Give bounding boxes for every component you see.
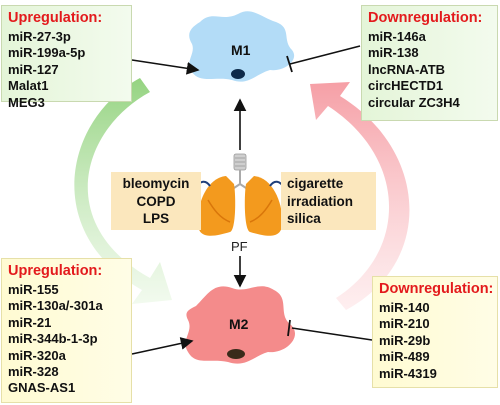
m2-up-item: miR-130a/-301a [8,298,103,314]
m1-down-inhibition-line [289,45,361,65]
m2-up-title: Upregulation: [8,263,103,279]
m1-up-item: miR-199a-5p [8,45,86,61]
pink-curved-arrow [310,82,410,310]
m1-down-title: Downregulation: [368,10,483,26]
m1-down-item: circHECTD1 [368,78,444,94]
m2-down-inhibition-line [291,327,373,341]
m2-label: M2 [229,316,249,332]
m2-nucleus [227,349,245,359]
m2-cell [185,286,295,364]
m1-down-item: miR-146a [368,29,426,44]
stimuli-left-box: bleomycin COPD LPS [111,172,201,230]
m1-cell [189,11,295,82]
m1-down-item: miR-138 [368,45,419,61]
m2-down-inhibition-bar [287,319,291,337]
m1-down-item: lncRNA-ATB [368,61,446,77]
m2-up-activation-arrow [131,337,194,355]
stimulus-item: cigarette [287,176,344,191]
stimulus-item: LPS [142,211,170,226]
m2-up-item: miR-320a [8,347,66,363]
m2-down-item: miR-29b [379,332,431,348]
m1-down-inhibition-bar [286,55,293,73]
m2-down-item: miR-210 [379,316,430,332]
m1-downregulation-box: Downregulation: miR-146a miR-138 lncRNA-… [361,5,498,121]
m1-up-title: Upregulation: [8,10,103,26]
m1-up-activation-arrow [131,59,200,75]
m2-up-item: miR-344b-1-3p [8,331,98,347]
green-curved-arrow [74,78,172,304]
lung-icon [195,153,285,236]
m2-down-title: Downregulation: [379,281,494,297]
m1-up-item: miR-27-3p [8,29,71,44]
m1-label: M1 [231,42,251,58]
m2-downregulation-box: Downregulation: miR-140 miR-210 miR-29b … [372,276,498,388]
m1-down-item: circular ZC3H4 [368,94,460,110]
m1-upregulation-box: Upregulation: miR-27-3p miR-199a-5p miR-… [1,5,132,110]
stimulus-item: bleomycin [122,176,190,191]
stimuli-right-box: cigarette irradiation silica [281,172,376,230]
m2-up-item: miR-21 [8,314,52,330]
pf-label: PF [231,239,248,254]
m1-up-item: MEG3 [8,94,45,110]
m1-up-item: miR-127 [8,61,59,77]
m2-up-item: miR-155 [8,282,59,297]
stimulus-item: irradiation [287,193,354,209]
m2-up-item: GNAS-AS1 [8,380,76,396]
stimulus-item: silica [287,211,321,226]
m2-up-item: miR-328 [8,364,59,380]
stimulus-item: COPD [136,193,176,209]
m1-up-item: Malat1 [8,78,49,94]
m2-down-item: miR-489 [379,349,430,365]
m2-down-item: miR-140 [379,300,430,315]
m2-upregulation-box: Upregulation: miR-155 miR-130a/-301a miR… [1,258,132,403]
m2-down-item: miR-4319 [379,365,437,381]
m1-nucleus [231,69,245,79]
